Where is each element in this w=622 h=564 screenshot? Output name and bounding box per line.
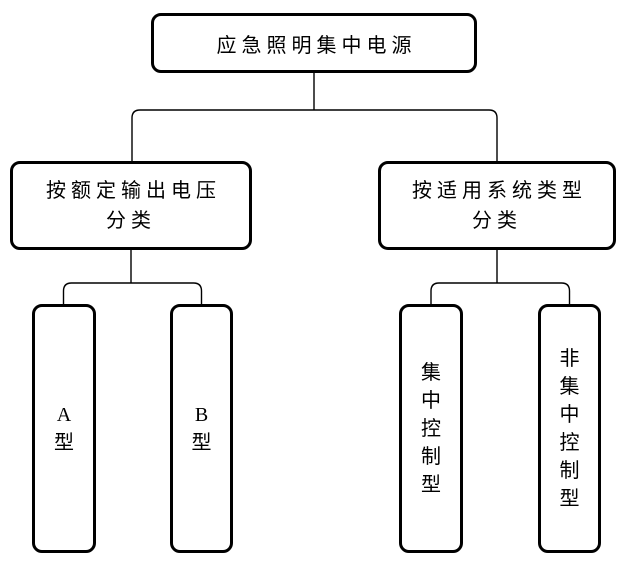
connector-voltage-to-leaves (62, 250, 203, 304)
node-leaf-type-b-label: B 型 (191, 403, 212, 454)
node-leaf-centralized-control: 集 中 控 制 型 (399, 304, 463, 553)
node-root: 应急照明集中电源 (151, 13, 477, 73)
node-leaf-non-centralized-control: 非 集 中 控 制 型 (538, 304, 601, 553)
node-leaf-type-a-label: A 型 (54, 403, 74, 454)
connector-root-to-branches (131, 73, 498, 161)
node-branch-rated-output-voltage-label: 按额定输出电压 分类 (46, 179, 221, 232)
node-leaf-centralized-control-label: 集 中 控 制 型 (421, 361, 441, 496)
node-branch-applicable-system-type-label: 按适用系统类型 分类 (412, 179, 587, 232)
node-branch-applicable-system-type: 按适用系统类型 分类 (378, 161, 616, 250)
node-branch-rated-output-voltage: 按额定输出电压 分类 (10, 161, 252, 250)
node-leaf-type-a: A 型 (32, 304, 96, 553)
node-root-label: 应急照明集中电源 (216, 34, 417, 57)
connector-system-to-leaves (430, 250, 571, 304)
node-leaf-non-centralized-control-label: 非 集 中 控 制 型 (559, 347, 580, 510)
node-leaf-type-b: B 型 (170, 304, 233, 553)
